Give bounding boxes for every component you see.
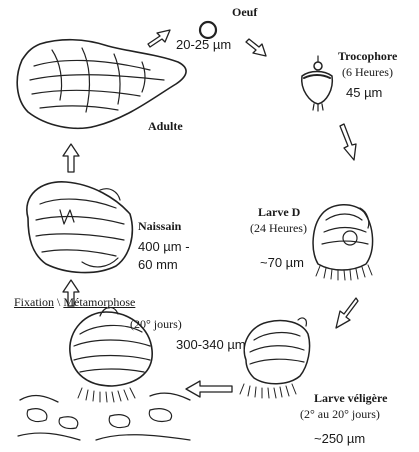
adult-oyster-illustration [17, 40, 186, 129]
larve-veligere-size: ~250 µm [314, 432, 365, 447]
naissain-illustration [27, 182, 132, 273]
arrow-larve-d-to-veligere [336, 298, 358, 328]
larve-veligere-illustration [240, 318, 310, 398]
fixation-separator: \ [57, 295, 60, 309]
adulte-label: Adulte [148, 120, 183, 134]
larve-d-size: ~70 µm [260, 256, 304, 271]
egg-illustration [200, 22, 216, 38]
arrow-egg-to-trocophore [246, 39, 266, 56]
metamorphose-label: Métamorphose [63, 295, 135, 309]
larve-veligere-label: Larve véligère [314, 392, 387, 406]
oeuf-label: Oeuf [232, 6, 257, 20]
fixation-age: (20° jours) [130, 318, 182, 332]
fixation-label: Fixation [14, 295, 54, 309]
arrow-trocophore-to-larve-d [340, 124, 356, 160]
naissain-label: Naissain [138, 220, 181, 234]
larve-d-illustration [313, 205, 373, 280]
trocophore-illustration [302, 56, 333, 111]
arrow-adult-to-egg [148, 30, 170, 47]
trocophore-label: Trocophore [338, 50, 397, 64]
trocophore-age: (6 Heures) [342, 66, 393, 80]
larve-veligere-age: (2° au 20° jours) [300, 408, 380, 422]
naissain-size-line2: 60 mm [138, 258, 178, 273]
fixation-size: 300-340 µm [176, 338, 246, 353]
larve-d-age: (24 Heures) [250, 222, 307, 236]
arrow-veligere-to-fixation [186, 381, 232, 397]
arrow-naissain-to-adult [63, 144, 79, 172]
oeuf-size: 20-25 µm [176, 38, 231, 53]
naissain-size-line1: 400 µm - [138, 240, 190, 255]
fixation-metamorphose-label: Fixation \ Métamorphose [14, 296, 135, 310]
larve-d-label: Larve D [258, 206, 300, 220]
trocophore-size: 45 µm [346, 86, 382, 101]
